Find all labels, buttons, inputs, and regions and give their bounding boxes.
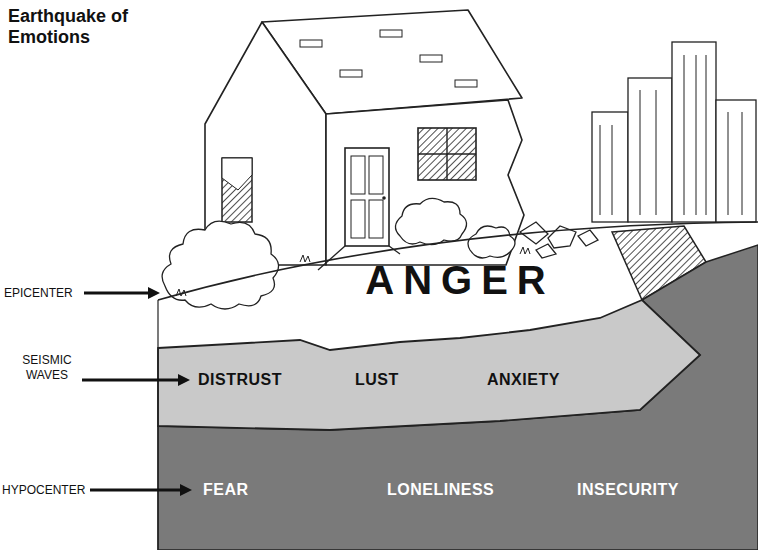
emotion-word: LUST [355, 370, 399, 390]
layer-label: SEISMIC WAVES [14, 353, 80, 383]
emotion-word: LONELINESS [387, 480, 494, 500]
layer-label: EPICENTER [4, 286, 84, 301]
ground-layer-band: ANGER [300, 256, 624, 306]
epicenter-word: ANGER [300, 258, 620, 302]
diagram-title: Earthquake of Emotions [8, 6, 138, 48]
emotion-word: ANXIETY [487, 370, 560, 390]
emotion-word: INSECURITY [577, 480, 679, 500]
layer-label: HYPOCENTER [2, 483, 90, 498]
ground-layer-band: FEAR LONELINESS INSECURITY [165, 430, 758, 545]
emotion-word: FEAR [203, 480, 249, 500]
ground-layer-band: DISTRUST LUST ANXIETY [165, 352, 695, 412]
emotion-word: DISTRUST [198, 370, 282, 390]
